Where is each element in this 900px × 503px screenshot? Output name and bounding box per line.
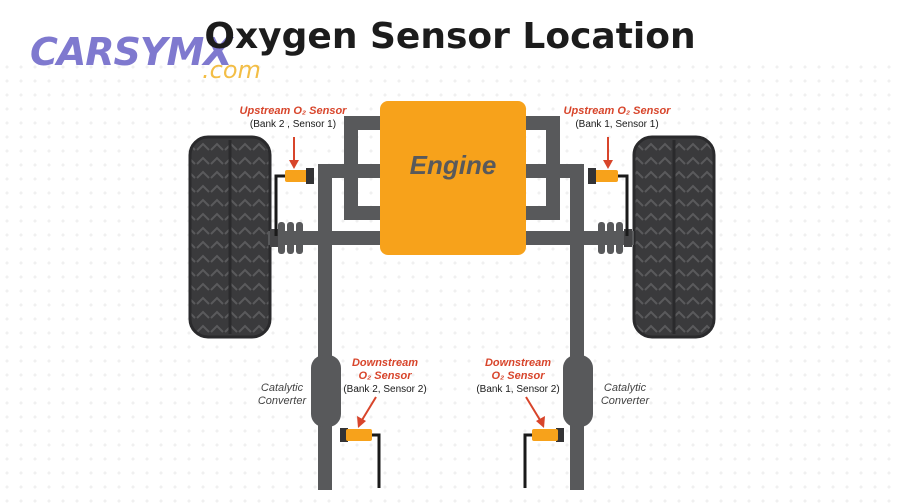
downstream-left-name-2: O₂ Sensor [358, 370, 412, 382]
watermark-main: CARSYMX [30, 30, 233, 74]
downstream-right-name-1: Downstream [484, 357, 552, 369]
upstream-sensor-right [588, 168, 629, 236]
catalytic-left-line2: Converter [257, 395, 307, 407]
catalytic-right-line1: Catalytic [603, 382, 647, 394]
upstream-sensor-left [274, 168, 314, 236]
right-wheel [632, 135, 716, 339]
right-catalytic-converter [563, 355, 593, 427]
downstream-sensor-right [523, 428, 564, 488]
upstream-right-label: Upstream O₂ Sensor (Bank 1, Sensor 1) [552, 105, 682, 131]
upstream-right-name: Upstream O₂ Sensor [563, 105, 671, 117]
upstream-left-detail: (Bank 2 , Sensor 1) [249, 119, 337, 130]
engine-label: Engine [409, 150, 497, 180]
catalytic-converter-left-label: Catalytic Converter [243, 382, 321, 408]
watermark-sub: .com [202, 56, 261, 84]
callout-arrows [289, 137, 613, 428]
catalytic-converter-right-label: Catalytic Converter [586, 382, 664, 408]
downstream-left-name-1: Downstream [351, 357, 419, 369]
downstream-sensor-left [340, 428, 381, 488]
left-catalytic-converter [311, 355, 341, 427]
upstream-right-detail: (Bank 1, Sensor 1) [575, 119, 659, 130]
catalytic-left-line1: Catalytic [260, 382, 304, 394]
downstream-right-label: Downstream O₂ Sensor (Bank 1, Sensor 2) [463, 357, 573, 396]
downstream-right-detail: (Bank 1, Sensor 2) [476, 384, 560, 395]
page-title: Oxygen Sensor Location [204, 16, 696, 57]
downstream-left-label: Downstream O₂ Sensor (Bank 2, Sensor 2) [330, 357, 440, 396]
watermark-logo: CARSYMX .com [30, 30, 280, 90]
upstream-left-name: Upstream O₂ Sensor [239, 105, 347, 117]
catalytic-right-line2: Converter [600, 395, 650, 407]
upstream-left-label: Upstream O₂ Sensor (Bank 2 , Sensor 1) [228, 105, 358, 131]
left-wheel [188, 135, 272, 339]
engine-block [380, 101, 526, 255]
downstream-right-name-2: O₂ Sensor [491, 370, 545, 382]
downstream-left-detail: (Bank 2, Sensor 2) [343, 384, 427, 395]
